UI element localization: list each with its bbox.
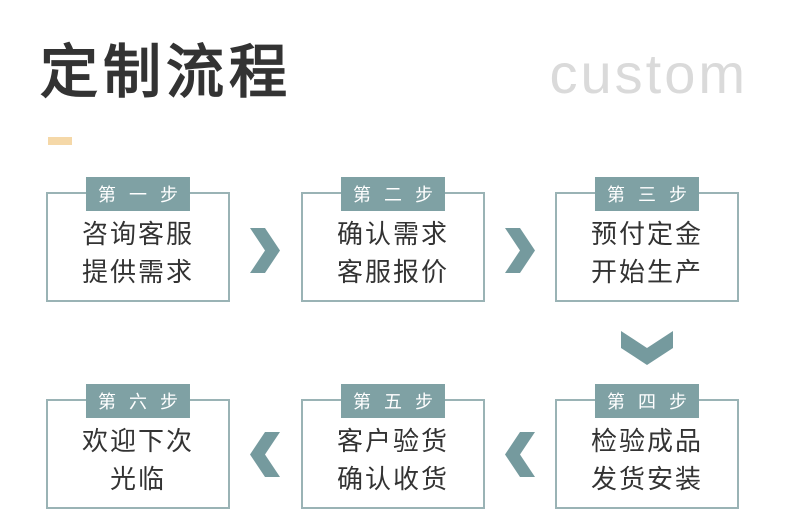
step-2-line-1: 确认需求 bbox=[336, 219, 449, 249]
step-badge-6: 第 六 步 bbox=[85, 384, 191, 418]
arrow-left-icon bbox=[250, 432, 280, 477]
step-text-4: 检验成品 发货安装 bbox=[557, 401, 737, 507]
step-3-line-1: 预付定金 bbox=[590, 219, 703, 249]
page-title: 定制流程 bbox=[40, 40, 293, 105]
step-1-line-2: 提供需求 bbox=[81, 257, 194, 287]
step-4-line-1: 检验成品 bbox=[590, 426, 703, 456]
step-text-2: 确认需求 客服报价 bbox=[303, 194, 483, 300]
step-3-line-2: 开始生产 bbox=[590, 257, 703, 287]
step-badge-3: 第 三 步 bbox=[594, 177, 700, 211]
step-box-6: 第 六 步 欢迎下次 光临 bbox=[46, 384, 230, 509]
arrow-right-icon bbox=[505, 228, 535, 273]
step-5-line-2: 确认收货 bbox=[336, 464, 449, 494]
watermark-text: custom bbox=[549, 42, 748, 105]
step-4-line-2: 发货安装 bbox=[590, 464, 703, 494]
step-text-1: 咨询客服 提供需求 bbox=[48, 194, 228, 300]
step-badge-2: 第 二 步 bbox=[340, 177, 446, 211]
step-box-2: 第 二 步 确认需求 客服报价 bbox=[301, 177, 485, 302]
step-box-3: 第 三 步 预付定金 开始生产 bbox=[555, 177, 739, 302]
step-badge-1: 第 一 步 bbox=[85, 177, 191, 211]
arrow-down-icon bbox=[621, 331, 673, 365]
step-6-line-1: 欢迎下次 bbox=[81, 426, 194, 456]
accent-dash bbox=[48, 137, 72, 145]
step-text-5: 客户验货 确认收货 bbox=[303, 401, 483, 507]
step-box-5: 第 五 步 客户验货 确认收货 bbox=[301, 384, 485, 509]
step-badge-5: 第 五 步 bbox=[340, 384, 446, 418]
step-text-3: 预付定金 开始生产 bbox=[557, 194, 737, 300]
step-5-line-1: 客户验货 bbox=[336, 426, 449, 456]
step-box-4: 第 四 步 检验成品 发货安装 bbox=[555, 384, 739, 509]
step-1-line-1: 咨询客服 bbox=[81, 219, 194, 249]
step-box-1: 第 一 步 咨询客服 提供需求 bbox=[46, 177, 230, 302]
step-badge-4: 第 四 步 bbox=[594, 384, 700, 418]
step-2-line-2: 客服报价 bbox=[336, 257, 449, 287]
arrow-left-icon bbox=[505, 432, 535, 477]
step-text-6: 欢迎下次 光临 bbox=[48, 401, 228, 507]
arrow-right-icon bbox=[250, 228, 280, 273]
step-6-line-2: 光临 bbox=[109, 464, 166, 494]
